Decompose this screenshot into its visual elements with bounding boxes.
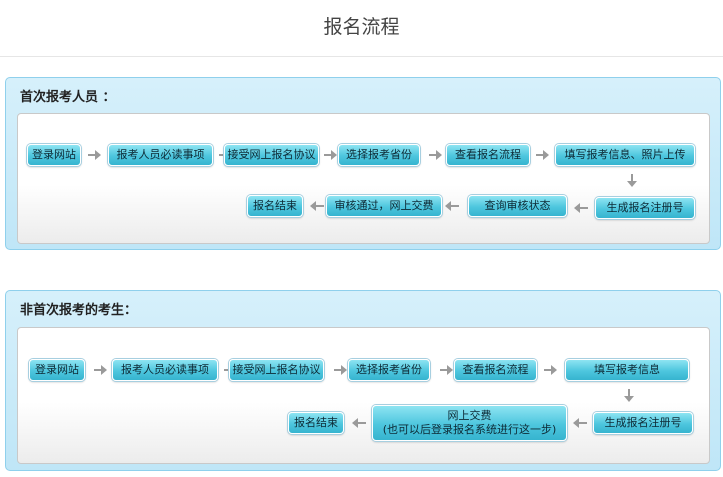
step-generate-reg-number[interactable]: 生成报名注册号 xyxy=(595,197,695,219)
arrow-left-icon xyxy=(445,201,459,211)
step-fill-info-photo[interactable]: 填写报考信息、照片上传 xyxy=(555,144,695,166)
step-generate-reg-number[interactable]: 生成报名注册号 xyxy=(593,412,693,434)
arrow-down-icon xyxy=(624,389,634,403)
arrow-right-icon xyxy=(334,365,348,375)
first-time-flow: 登录网站 报考人员必读事项 接受网上报名协议 选择报考省份 查看报名流程 填写报… xyxy=(17,113,710,244)
page-header: 报名流程 xyxy=(0,0,723,57)
arrow-right-icon xyxy=(324,150,338,160)
returning-heading: 非首次报考的考生： xyxy=(20,303,138,318)
step-online-payment[interactable]: 网上交费 (也可以后登录报名系统进行这一步) xyxy=(372,405,567,441)
arrow-left-icon xyxy=(574,203,588,213)
arrow-left-icon xyxy=(573,418,587,428)
arrow-right-icon xyxy=(440,365,454,375)
first-time-panel: 首次报考人员 ： 登录网站 报考人员必读事项 接受网上报名协议 选择报考省份 查… xyxy=(5,77,721,250)
step-select-province[interactable]: 选择报考省份 xyxy=(338,144,420,166)
step-view-process[interactable]: 查看报名流程 xyxy=(446,144,530,166)
step-finish[interactable]: 报名结束 xyxy=(288,412,344,434)
returning-panel: 非首次报考的考生： 登录网站 报考人员必读事项 接受网上报名协议 选择报考省份 … xyxy=(5,290,721,471)
arrow-right-icon xyxy=(94,365,108,375)
step-read-notice[interactable]: 报考人员必读事项 xyxy=(112,359,218,381)
first-time-heading: 首次报考人员 ： xyxy=(20,90,116,105)
step-login[interactable]: 登录网站 xyxy=(27,144,81,166)
step-read-notice[interactable]: 报考人员必读事项 xyxy=(108,144,213,166)
step-fill-info[interactable]: 填写报考信息 xyxy=(565,359,689,381)
step-login[interactable]: 登录网站 xyxy=(29,359,85,381)
returning-flow: 登录网站 报考人员必读事项 接受网上报名协议 选择报考省份 查看报名流程 填写报… xyxy=(17,327,710,464)
arrow-left-icon xyxy=(310,201,324,211)
step-finish[interactable]: 报名结束 xyxy=(247,195,303,217)
arrow-right-icon xyxy=(536,150,550,160)
step-approved-pay[interactable]: 审核通过，网上交费 xyxy=(326,195,442,217)
step-accept-agreement[interactable]: 接受网上报名协议 xyxy=(224,144,319,166)
arrow-right-icon xyxy=(88,150,102,160)
step-view-process[interactable]: 查看报名流程 xyxy=(454,359,537,381)
step-online-payment-title: 网上交费 xyxy=(447,409,492,422)
arrow-down-icon xyxy=(627,174,637,188)
step-select-province[interactable]: 选择报考省份 xyxy=(348,359,430,381)
step-check-status[interactable]: 查询审核状态 xyxy=(468,195,567,217)
step-online-payment-note: (也可以后登录报名系统进行这一步) xyxy=(382,423,557,436)
step-accept-agreement[interactable]: 接受网上报名协议 xyxy=(229,359,324,381)
arrow-right-icon xyxy=(544,365,558,375)
page-title: 报名流程 xyxy=(323,16,400,38)
arrow-left-icon xyxy=(352,418,366,428)
arrow-right-icon xyxy=(429,150,443,160)
